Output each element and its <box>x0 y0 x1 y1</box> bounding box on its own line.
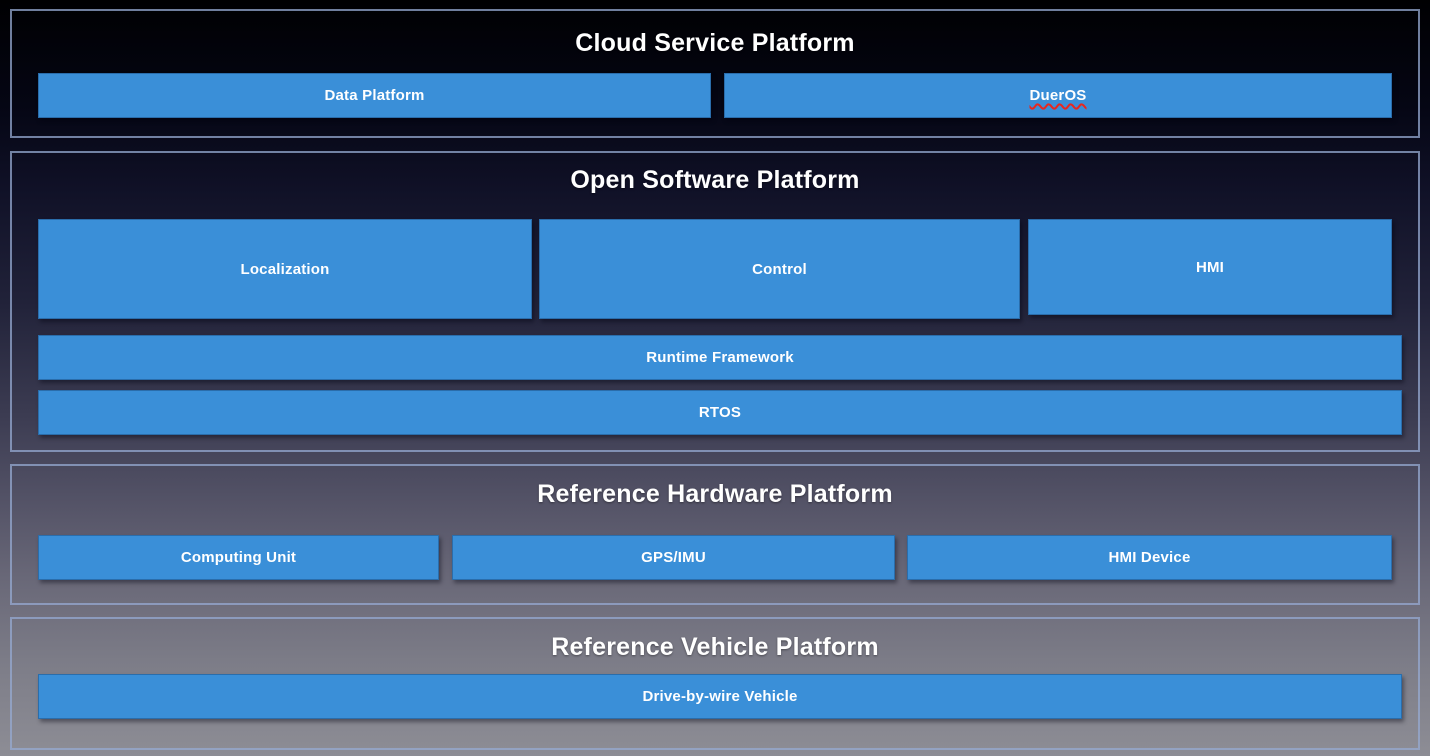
block-gps-imu-label: GPS/IMU <box>641 549 706 566</box>
block-rtos: RTOS <box>38 390 1402 435</box>
layer-reference-vehicle-platform: Reference Vehicle Platform Drive-by-wire… <box>10 617 1420 750</box>
block-data-platform: Data Platform <box>38 73 711 118</box>
block-dueros-label: DuerOS <box>1029 87 1087 104</box>
block-drive-by-wire-vehicle-label: Drive-by-wire Vehicle <box>642 688 798 705</box>
block-localization-label: Localization <box>240 260 330 278</box>
block-drive-by-wire-vehicle: Drive-by-wire Vehicle <box>38 674 1402 719</box>
block-hmi-device: HMI Device <box>907 535 1392 580</box>
block-data-platform-label: Data Platform <box>324 87 425 104</box>
block-control-label: Control <box>752 260 807 278</box>
block-hmi-label: HMI <box>1195 258 1225 276</box>
layer-cloud-service-platform: Cloud Service Platform Data Platform Due… <box>10 9 1420 138</box>
block-hmi: HMI <box>1028 219 1392 315</box>
cloud-service-platform-title: Cloud Service Platform <box>575 29 855 57</box>
block-rtos-label: RTOS <box>698 404 742 421</box>
reference-vehicle-platform-title: Reference Vehicle Platform <box>551 633 879 661</box>
block-runtime-framework-label: Runtime Framework <box>646 349 794 366</box>
layer-reference-hardware-platform: Reference Hardware Platform Computing Un… <box>10 464 1420 605</box>
block-control: Control <box>539 219 1020 319</box>
reference-hardware-platform-title: Reference Hardware Platform <box>537 480 893 508</box>
block-computing-unit-label: Computing Unit <box>180 549 297 566</box>
block-localization: Localization <box>38 219 532 319</box>
block-hmi-device-label: HMI Device <box>1108 549 1191 566</box>
layer-open-software-platform: Open Software Platform Localization Cont… <box>10 151 1420 452</box>
open-software-platform-title: Open Software Platform <box>570 166 860 194</box>
block-computing-unit: Computing Unit <box>38 535 439 580</box>
block-gps-imu: GPS/IMU <box>452 535 895 580</box>
block-dueros: DuerOS <box>724 73 1392 118</box>
block-runtime-framework: Runtime Framework <box>38 335 1402 380</box>
